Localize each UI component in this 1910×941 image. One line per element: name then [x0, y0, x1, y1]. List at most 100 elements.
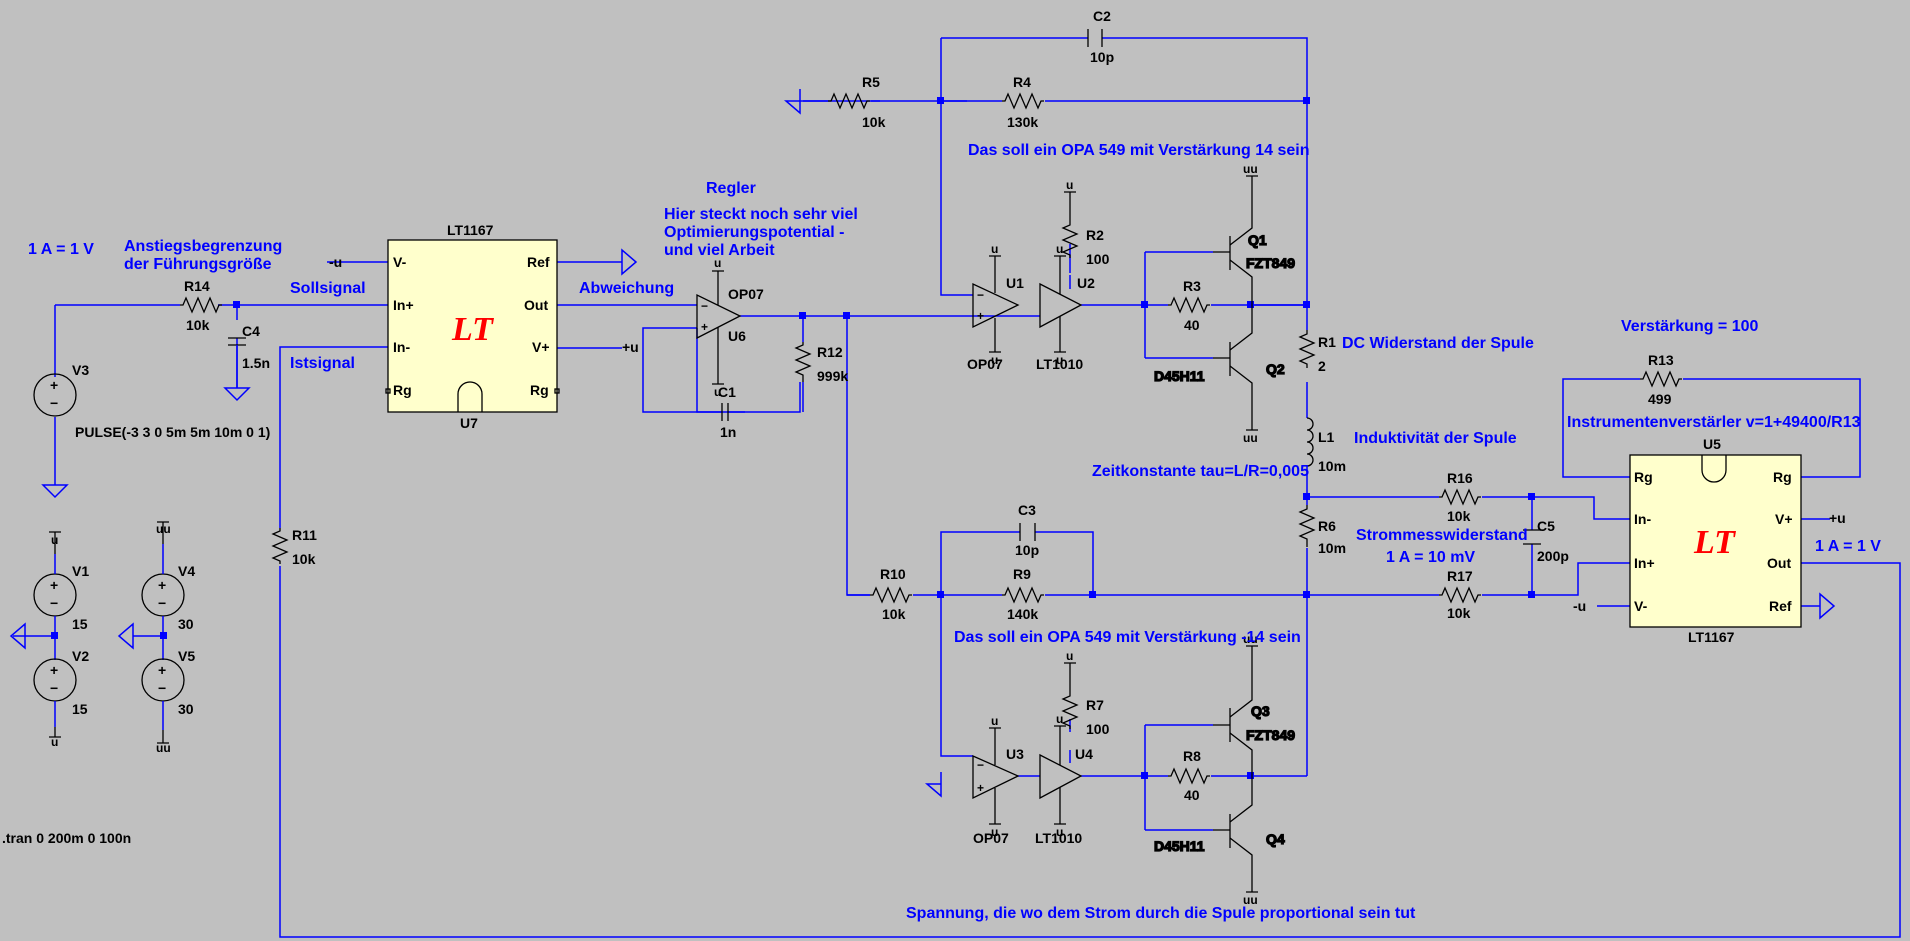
r12-ref: R12 — [817, 344, 843, 360]
r13-value: 499 — [1648, 391, 1672, 407]
r12-value: 999k — [817, 368, 848, 384]
q2-ref: Q2 — [1266, 361, 1285, 377]
voltage-source-V5: +− V5 30 — [141, 648, 195, 730]
u1-part: OP07 — [967, 356, 1003, 372]
v4-value: 30 — [178, 616, 194, 632]
svg-text:+: + — [158, 662, 166, 678]
lt-logo-u5: LT — [1693, 524, 1736, 561]
u5-part: LT1167 — [1688, 629, 1735, 645]
net-u-r2: u — [1066, 178, 1073, 192]
r1-ref: R1 — [1318, 334, 1336, 350]
net-u-v2: u — [51, 735, 58, 749]
u7-pin-rg1: Rg — [393, 382, 412, 398]
u1-ref: U1 — [1006, 275, 1024, 291]
comment-ramp-2: der Führungsgröße — [124, 256, 272, 273]
u5-pin-out: Out — [1767, 555, 1791, 571]
opamp-U3: −+ U3 OP07 — [972, 740, 1024, 846]
net-u-u6-top: u — [714, 256, 721, 270]
u5-pin-inp: In+ — [1634, 555, 1655, 571]
resistor-R8: R8 40 — [1168, 748, 1210, 803]
capacitor-C1: C1 1n — [696, 328, 736, 440]
u7-pin-vp: V+ — [532, 339, 550, 355]
svg-text:−: − — [50, 680, 58, 696]
q3-ref: Q3 — [1251, 703, 1270, 719]
u2-part: LT1010 — [1036, 356, 1083, 372]
resistor-R1: R1 2 — [1298, 330, 1336, 374]
comment-actual: Istsignal — [290, 355, 355, 372]
r10-ref: R10 — [880, 566, 906, 582]
c4-ref: C4 — [242, 323, 260, 339]
net-u-u4-top: u — [1056, 712, 1063, 726]
r3-value: 40 — [1184, 317, 1200, 333]
r6-ref: R6 — [1318, 518, 1336, 534]
net-u-v1: u — [51, 533, 58, 547]
ground-symbols — [9, 89, 1836, 798]
comment-inamp: Instrumentenverstärler v=1+49400/R13 — [1567, 414, 1861, 431]
resistor-R17: R17 10k — [1439, 568, 1481, 621]
r4-value: 130k — [1007, 114, 1038, 130]
transistor-Q2: Q2 D45H11 — [1153, 305, 1286, 408]
net-labels: -u +u +u -u u uu u uu u u u u u u u uu u… — [49, 162, 1846, 907]
comment-opa-top: Das soll ein OPA 549 mit Verstärkung 14 … — [968, 142, 1309, 159]
c3-ref: C3 — [1018, 502, 1036, 518]
v2-ref: V2 — [72, 648, 89, 664]
svg-text:+: + — [50, 577, 58, 593]
v5-ref: V5 — [178, 648, 195, 664]
v5-value: 30 — [178, 701, 194, 717]
u4-part: LT1010 — [1035, 830, 1082, 846]
r11-ref: R11 — [292, 527, 317, 543]
u5-ref: U5 — [1703, 436, 1721, 452]
c3-value: 10p — [1015, 542, 1039, 558]
net-minus-u-u7: -u — [329, 254, 342, 270]
u4-ref: U4 — [1075, 746, 1093, 762]
svg-text:+: + — [977, 781, 984, 795]
q4-part: D45H11 — [1154, 838, 1205, 854]
resistor-R14: R14 10k — [180, 278, 222, 333]
comments: 1 A = 1 V Anstiegsbegrenzung der Führung… — [2, 142, 1881, 922]
u7-pin-out: Out — [524, 297, 548, 313]
u7-ref: U7 — [460, 415, 478, 431]
net-uu-v5: uu — [156, 741, 171, 755]
svg-text:−: − — [977, 288, 984, 302]
u6-part: OP07 — [728, 286, 764, 302]
lt-logo-u7: LT — [451, 311, 494, 348]
c2-value: 10p — [1090, 49, 1114, 65]
u5-pin-rg1: Rg — [1634, 469, 1653, 485]
comment-shunt-scale: 1 A = 10 mV — [1386, 549, 1475, 566]
u5-pin-vp: V+ — [1775, 511, 1793, 527]
transistor-Q1: Q1 FZT849 — [1213, 190, 1296, 305]
opamp-U1: −+ U1 OP07 — [967, 270, 1024, 372]
u7-rg-pin-dot — [385, 388, 391, 394]
svg-text:+: + — [158, 577, 166, 593]
comment-opa-bottom: Das soll ein OPA 549 mit Verstärkung -14… — [954, 629, 1301, 646]
v3-ref: V3 — [72, 362, 89, 378]
c5-value: 200p — [1537, 548, 1569, 564]
resistor-R6: R6 10m — [1298, 505, 1346, 556]
net-u-u2-top: u — [1056, 242, 1063, 256]
u5-pin-vm: V- — [1634, 598, 1648, 614]
r11-value: 10k — [292, 551, 316, 567]
svg-text:−: − — [158, 595, 166, 611]
comment-gain: Verstärkung = 100 — [1621, 318, 1759, 335]
u7-pin-inn: In- — [393, 339, 410, 355]
net-u-u3-bot: u — [991, 825, 998, 839]
inamp-U7: LT1167 U7 V- In+ In- Rg Ref Out V+ Rg LT — [385, 222, 560, 431]
resistor-R16: R16 10k — [1439, 470, 1481, 524]
comment-feedback: Spannung, die wo dem Strom durch die Spu… — [906, 905, 1416, 922]
comment-inductance: Induktivität der Spule — [1354, 430, 1517, 447]
voltage-source-V1: +− V1 15 — [33, 554, 89, 660]
u7-part: LT1167 — [447, 222, 494, 238]
comment-error: Abweichung — [579, 280, 674, 297]
svg-text:−: − — [50, 395, 58, 411]
r6-value: 10m — [1318, 540, 1346, 556]
net-uu-v4: uu — [156, 522, 171, 536]
r3-ref: R3 — [1183, 278, 1201, 294]
resistor-R3: R3 40 — [1168, 278, 1210, 333]
resistor-R12: R12 999k — [794, 342, 848, 384]
comment-one-amp-right: 1 A = 1 V — [1815, 538, 1881, 555]
transistor-Q3: Q3 FZT849 — [1213, 660, 1296, 776]
r2-value: 100 — [1086, 251, 1110, 267]
svg-text:−: − — [977, 758, 984, 772]
u5-pin-ref: Ref — [1769, 598, 1792, 614]
